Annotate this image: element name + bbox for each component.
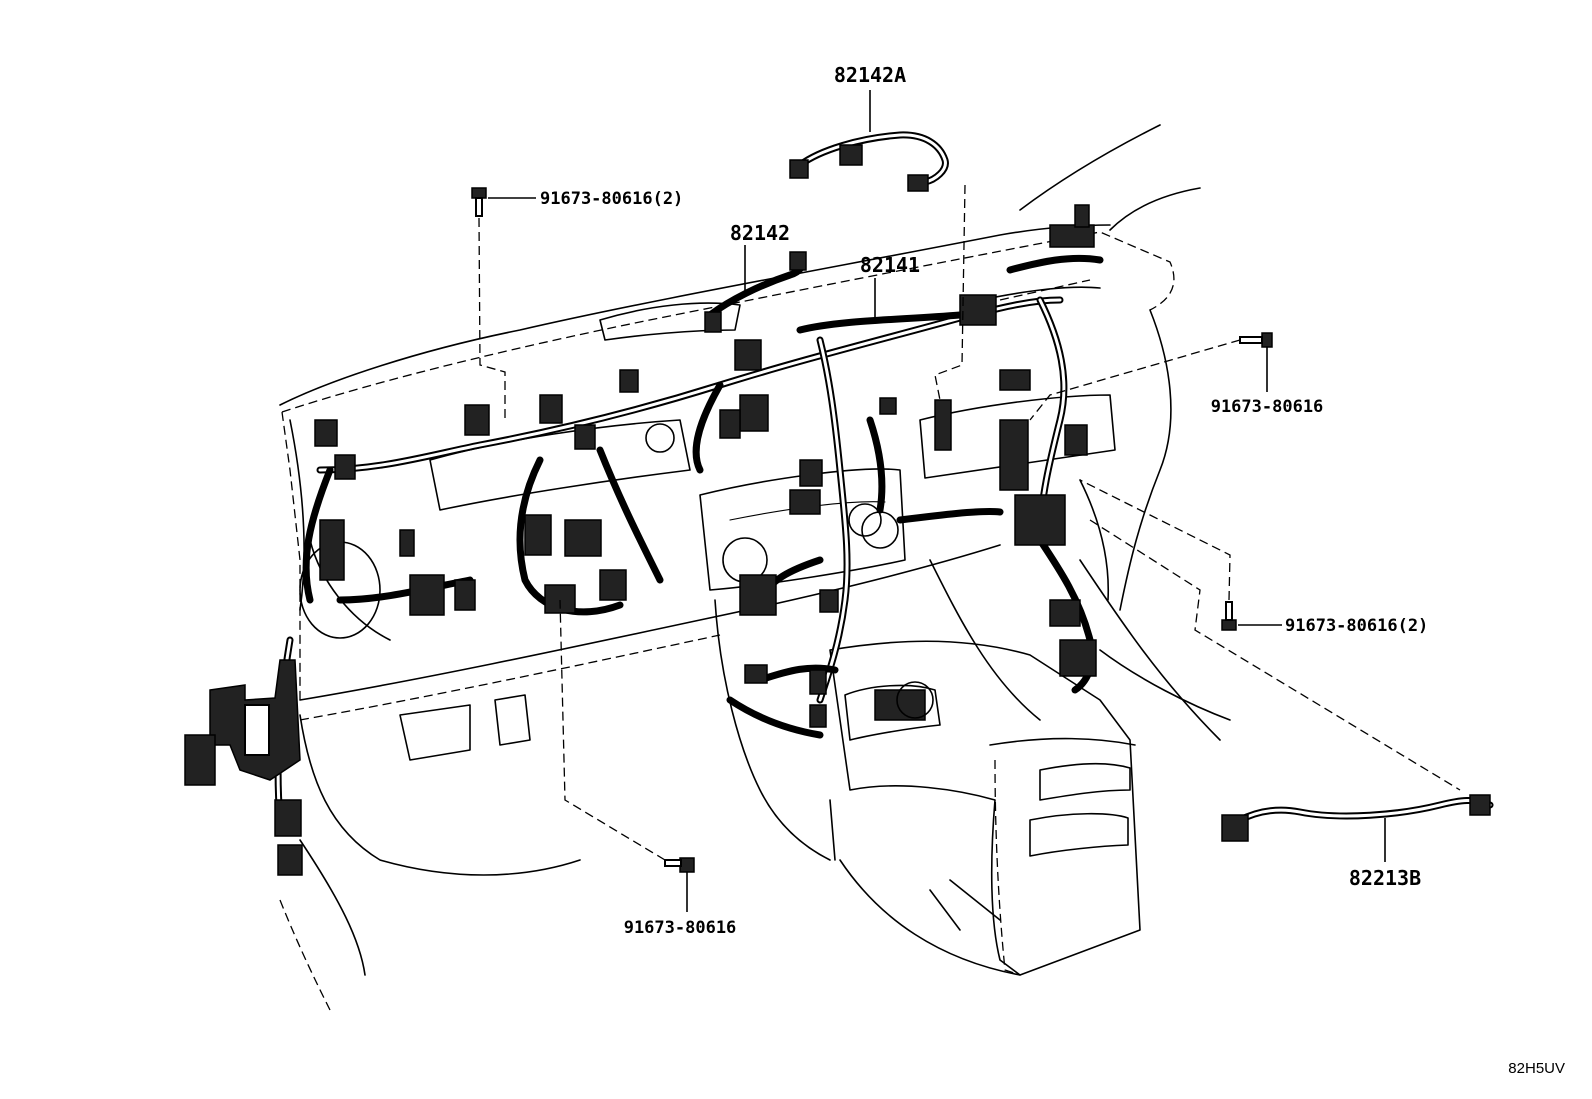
main-harness-82141 xyxy=(274,254,1104,824)
label-82142A: 82142A xyxy=(834,63,906,87)
harness-82213B-part xyxy=(1089,519,1494,862)
bolt-right-upper xyxy=(1029,332,1273,421)
label-bolt-top-left: 91673-80616(2) xyxy=(540,189,683,209)
harness-82142-part xyxy=(704,245,807,333)
label-bolt-right-upper: 91673-80616 xyxy=(1211,397,1324,417)
harness-connectors xyxy=(184,204,1097,876)
guide-82142A-b xyxy=(999,279,1091,301)
diagram-code: 82H5UV xyxy=(1508,1060,1565,1077)
bolt-bottom-center xyxy=(559,599,695,912)
bolt-right-lower xyxy=(1079,479,1282,631)
guide-82142A xyxy=(934,184,966,401)
harness-82142A-part xyxy=(789,90,949,192)
bolt-top-left xyxy=(471,187,536,420)
label-bolt-bottom-center: 91673-80616 xyxy=(624,918,737,938)
label-bolt-right-lower: 91673-80616(2) xyxy=(1285,616,1428,636)
label-82213B: 82213B xyxy=(1349,866,1421,890)
label-82142: 82142 xyxy=(730,221,790,245)
label-82141: 82141 xyxy=(860,253,920,277)
